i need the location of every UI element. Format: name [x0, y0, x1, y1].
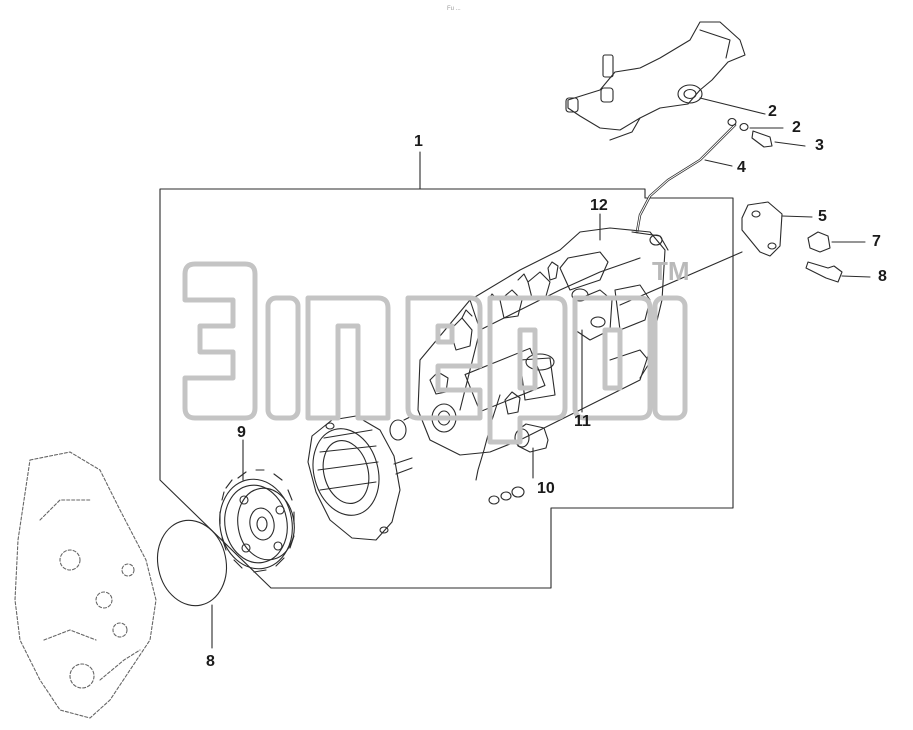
watermark-logo: [182, 261, 688, 445]
callout-12: 12: [590, 197, 608, 214]
callout-10: 10: [537, 480, 555, 497]
injection-pump: [389, 227, 669, 456]
oil-pipe: [635, 123, 737, 234]
banjo-bolt: [751, 130, 773, 148]
leader-3: [774, 141, 806, 147]
mounting-bracket: [565, 21, 746, 141]
callout-6: 8: [878, 268, 887, 285]
washer-b: [739, 122, 749, 132]
callout-4: 4: [737, 159, 746, 176]
washer-a: [727, 117, 737, 127]
corner-mark: Fu ...: [447, 6, 461, 12]
callout-11: 11: [574, 413, 591, 430]
drive-housing: [307, 415, 413, 541]
callout-8: 8: [206, 653, 215, 670]
leader-6: [841, 275, 871, 278]
engine-block: [14, 451, 157, 719]
nut: [807, 231, 831, 253]
gasket-ring: [157, 519, 227, 607]
assembly-outline: [159, 188, 734, 589]
support-plate: [741, 201, 783, 257]
callout-7: 7: [872, 233, 881, 250]
watermark-tm: TM: [652, 256, 690, 286]
callout-2a: 2: [768, 103, 777, 120]
small-washer-b: [500, 491, 512, 501]
leader-4: [704, 159, 733, 167]
callout-1: 1: [414, 133, 423, 150]
callout-3: 3: [815, 137, 824, 154]
small-washer-c: [511, 486, 525, 498]
callout-2b: 2: [792, 119, 801, 136]
drive-gear: [219, 469, 295, 573]
flange-bolt: [805, 261, 843, 283]
fuel-line: [475, 394, 501, 481]
callout-5: 5: [818, 208, 827, 225]
callout-9: 9: [237, 424, 246, 441]
leader-2a: [699, 97, 766, 115]
small-washer-a: [488, 495, 500, 505]
leader-5: [781, 215, 813, 218]
